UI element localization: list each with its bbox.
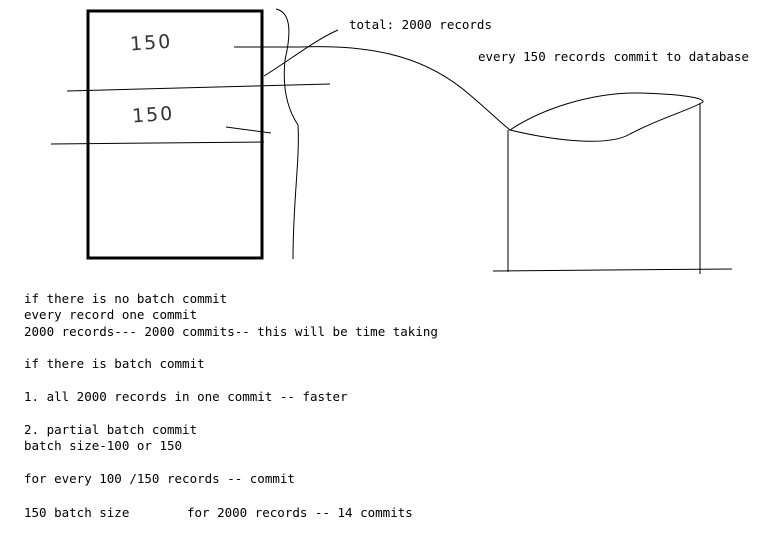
- option-1: 1. all 2000 records in one commit -- fas…: [24, 389, 348, 404]
- database-lid: [508, 92, 704, 142]
- batch-size-label: 150 batch size: [24, 505, 130, 520]
- pointer-line: [263, 29, 339, 77]
- batch-size-result: for 2000 records -- 14 commits: [187, 505, 413, 520]
- option-2-batch-size: batch size-100 or 150: [24, 438, 183, 453]
- option-2-heading: 2. partial batch commit: [24, 422, 198, 437]
- database-base: [492, 268, 733, 272]
- total-records-label: total: 2000 records: [349, 17, 492, 32]
- divider-line-bottom: [50, 141, 265, 145]
- no-batch-line-2: 2000 records--- 2000 commits-- this will…: [24, 324, 438, 339]
- divider-line-middle: [66, 83, 331, 92]
- arrow-line-middle: [225, 126, 272, 134]
- commit-description-label: every 150 records commit to database: [478, 49, 749, 64]
- bracket-line: [275, 8, 299, 260]
- every-commit-note: for every 100 /150 records -- commit: [24, 471, 295, 486]
- batch-heading: if there is batch commit: [24, 356, 205, 371]
- no-batch-heading: if there is no batch commit: [24, 291, 228, 306]
- flow-curve: [299, 46, 511, 131]
- no-batch-line-1: every record one commit: [24, 307, 198, 322]
- box-label-top: 150: [129, 30, 173, 56]
- box-label-bottom: 150: [131, 102, 175, 128]
- records-box: [86, 9, 264, 260]
